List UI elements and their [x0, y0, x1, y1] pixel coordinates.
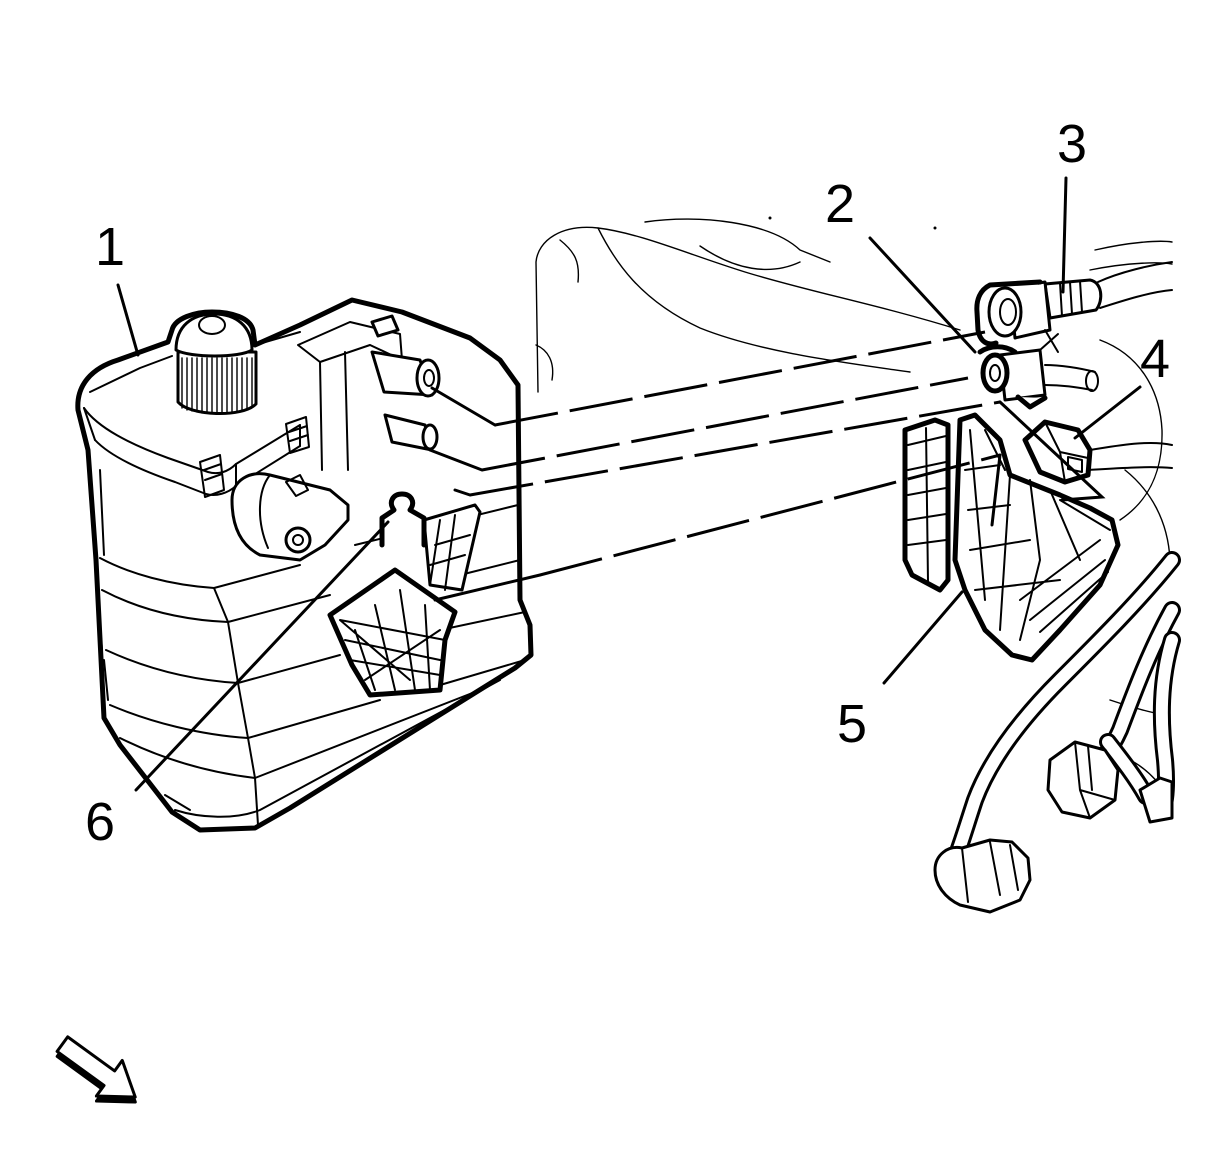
leader-line-4	[1073, 385, 1142, 440]
evap-canister	[75, 297, 534, 833]
leader-line-2	[868, 236, 977, 354]
leader-line-3	[1061, 176, 1068, 294]
callout-2: 2	[825, 174, 855, 234]
vapor-line-fitting-lower	[977, 333, 1099, 410]
harness-connector-right	[1138, 776, 1174, 824]
canister-body-bands	[97, 469, 526, 826]
view-direction-arrow-icon	[55, 1035, 137, 1104]
alignment-lines	[428, 330, 1106, 602]
callout-5: 5	[837, 694, 867, 754]
harness-connector-lower	[933, 838, 1032, 914]
canister-vent-port	[230, 472, 350, 562]
leader-line-1	[116, 283, 140, 357]
mounting-bracket	[902, 412, 1121, 663]
vapor-line-fitting-upper	[974, 261, 1173, 353]
callouts: 1 2 3 4 5 6	[85, 114, 1170, 852]
leader-lines	[116, 176, 1142, 792]
canister-port-block	[297, 314, 441, 471]
canister-cap	[174, 312, 258, 415]
electrical-connector	[1022, 419, 1173, 485]
harness-connector-middle	[1046, 740, 1120, 820]
callout-6: 6	[85, 792, 115, 852]
leader-line-5	[882, 590, 964, 685]
callout-3: 3	[1057, 114, 1087, 174]
callout-1: 1	[95, 217, 125, 277]
leader-line-6	[134, 520, 390, 792]
canister-mounting-slot	[327, 491, 482, 698]
callout-4: 4	[1140, 329, 1170, 389]
canister-lid	[83, 331, 310, 498]
